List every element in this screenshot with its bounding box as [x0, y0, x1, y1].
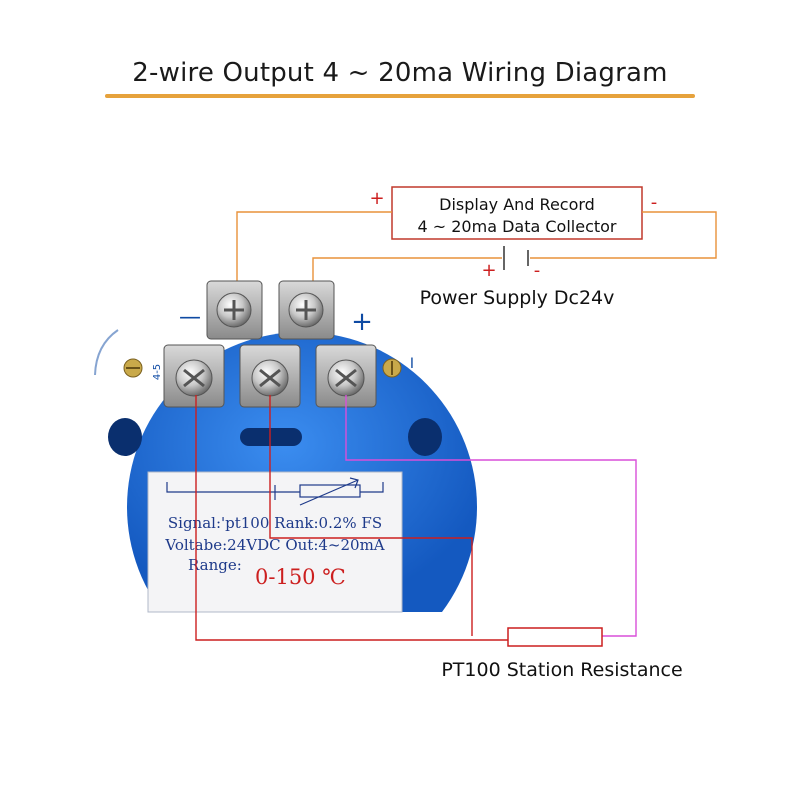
battery-symbol	[503, 246, 529, 270]
label-signal-line: Signal:'pt100 Rank:0.2% FS	[168, 514, 382, 532]
terminal-screw-top-right	[288, 292, 324, 328]
terminal-screw-bottom-left	[175, 359, 213, 397]
diagram-title: 2-wire Output 4 ~ 20ma Wiring Diagram	[132, 58, 668, 88]
module-plus-mark: +	[351, 307, 373, 337]
collector-line2: 4 ~ 20ma Data Collector	[417, 217, 616, 236]
power-supply-label: Power Supply Dc24v	[420, 287, 615, 309]
module-minus-mark: —	[179, 305, 201, 330]
module-right-mark: I	[410, 356, 414, 372]
transmitter-module: — + 4-5 I	[94, 280, 478, 613]
left-mounting-hole	[108, 418, 142, 456]
title-underline	[105, 94, 695, 98]
red-wire	[195, 395, 508, 641]
terminal-screw-bottom-middle	[251, 359, 289, 397]
label-voltage-line: Voltabe:24VDC Out:4~20mA	[164, 536, 384, 554]
collector-minus-sign: -	[651, 192, 658, 213]
pt100-resistor	[507, 627, 603, 647]
magenta-wire	[345, 395, 637, 637]
power-minus-sign: -	[534, 260, 541, 281]
data-collector-box: Display And Record 4 ~ 20ma Data Collect…	[391, 186, 643, 240]
terminal-screw-bottom-right	[327, 359, 365, 397]
power-plus-sign: +	[481, 260, 496, 281]
label-range-value: 0-150 ℃	[255, 565, 346, 589]
collector-plus-sign: +	[369, 188, 384, 209]
terminal-screw-top-left	[216, 292, 252, 328]
label-range-caption: Range:	[188, 556, 242, 574]
pt100-resistor-label: PT100 Station Resistance	[441, 659, 682, 681]
module-label-plate: Signal:'pt100 Rank:0.2% FS Voltabe:24VDC…	[147, 471, 403, 613]
right-mounting-hole	[408, 418, 442, 456]
module-left-mark: 4-5	[152, 364, 163, 380]
collector-line1: Display And Record	[439, 195, 595, 214]
center-slot	[240, 428, 302, 446]
